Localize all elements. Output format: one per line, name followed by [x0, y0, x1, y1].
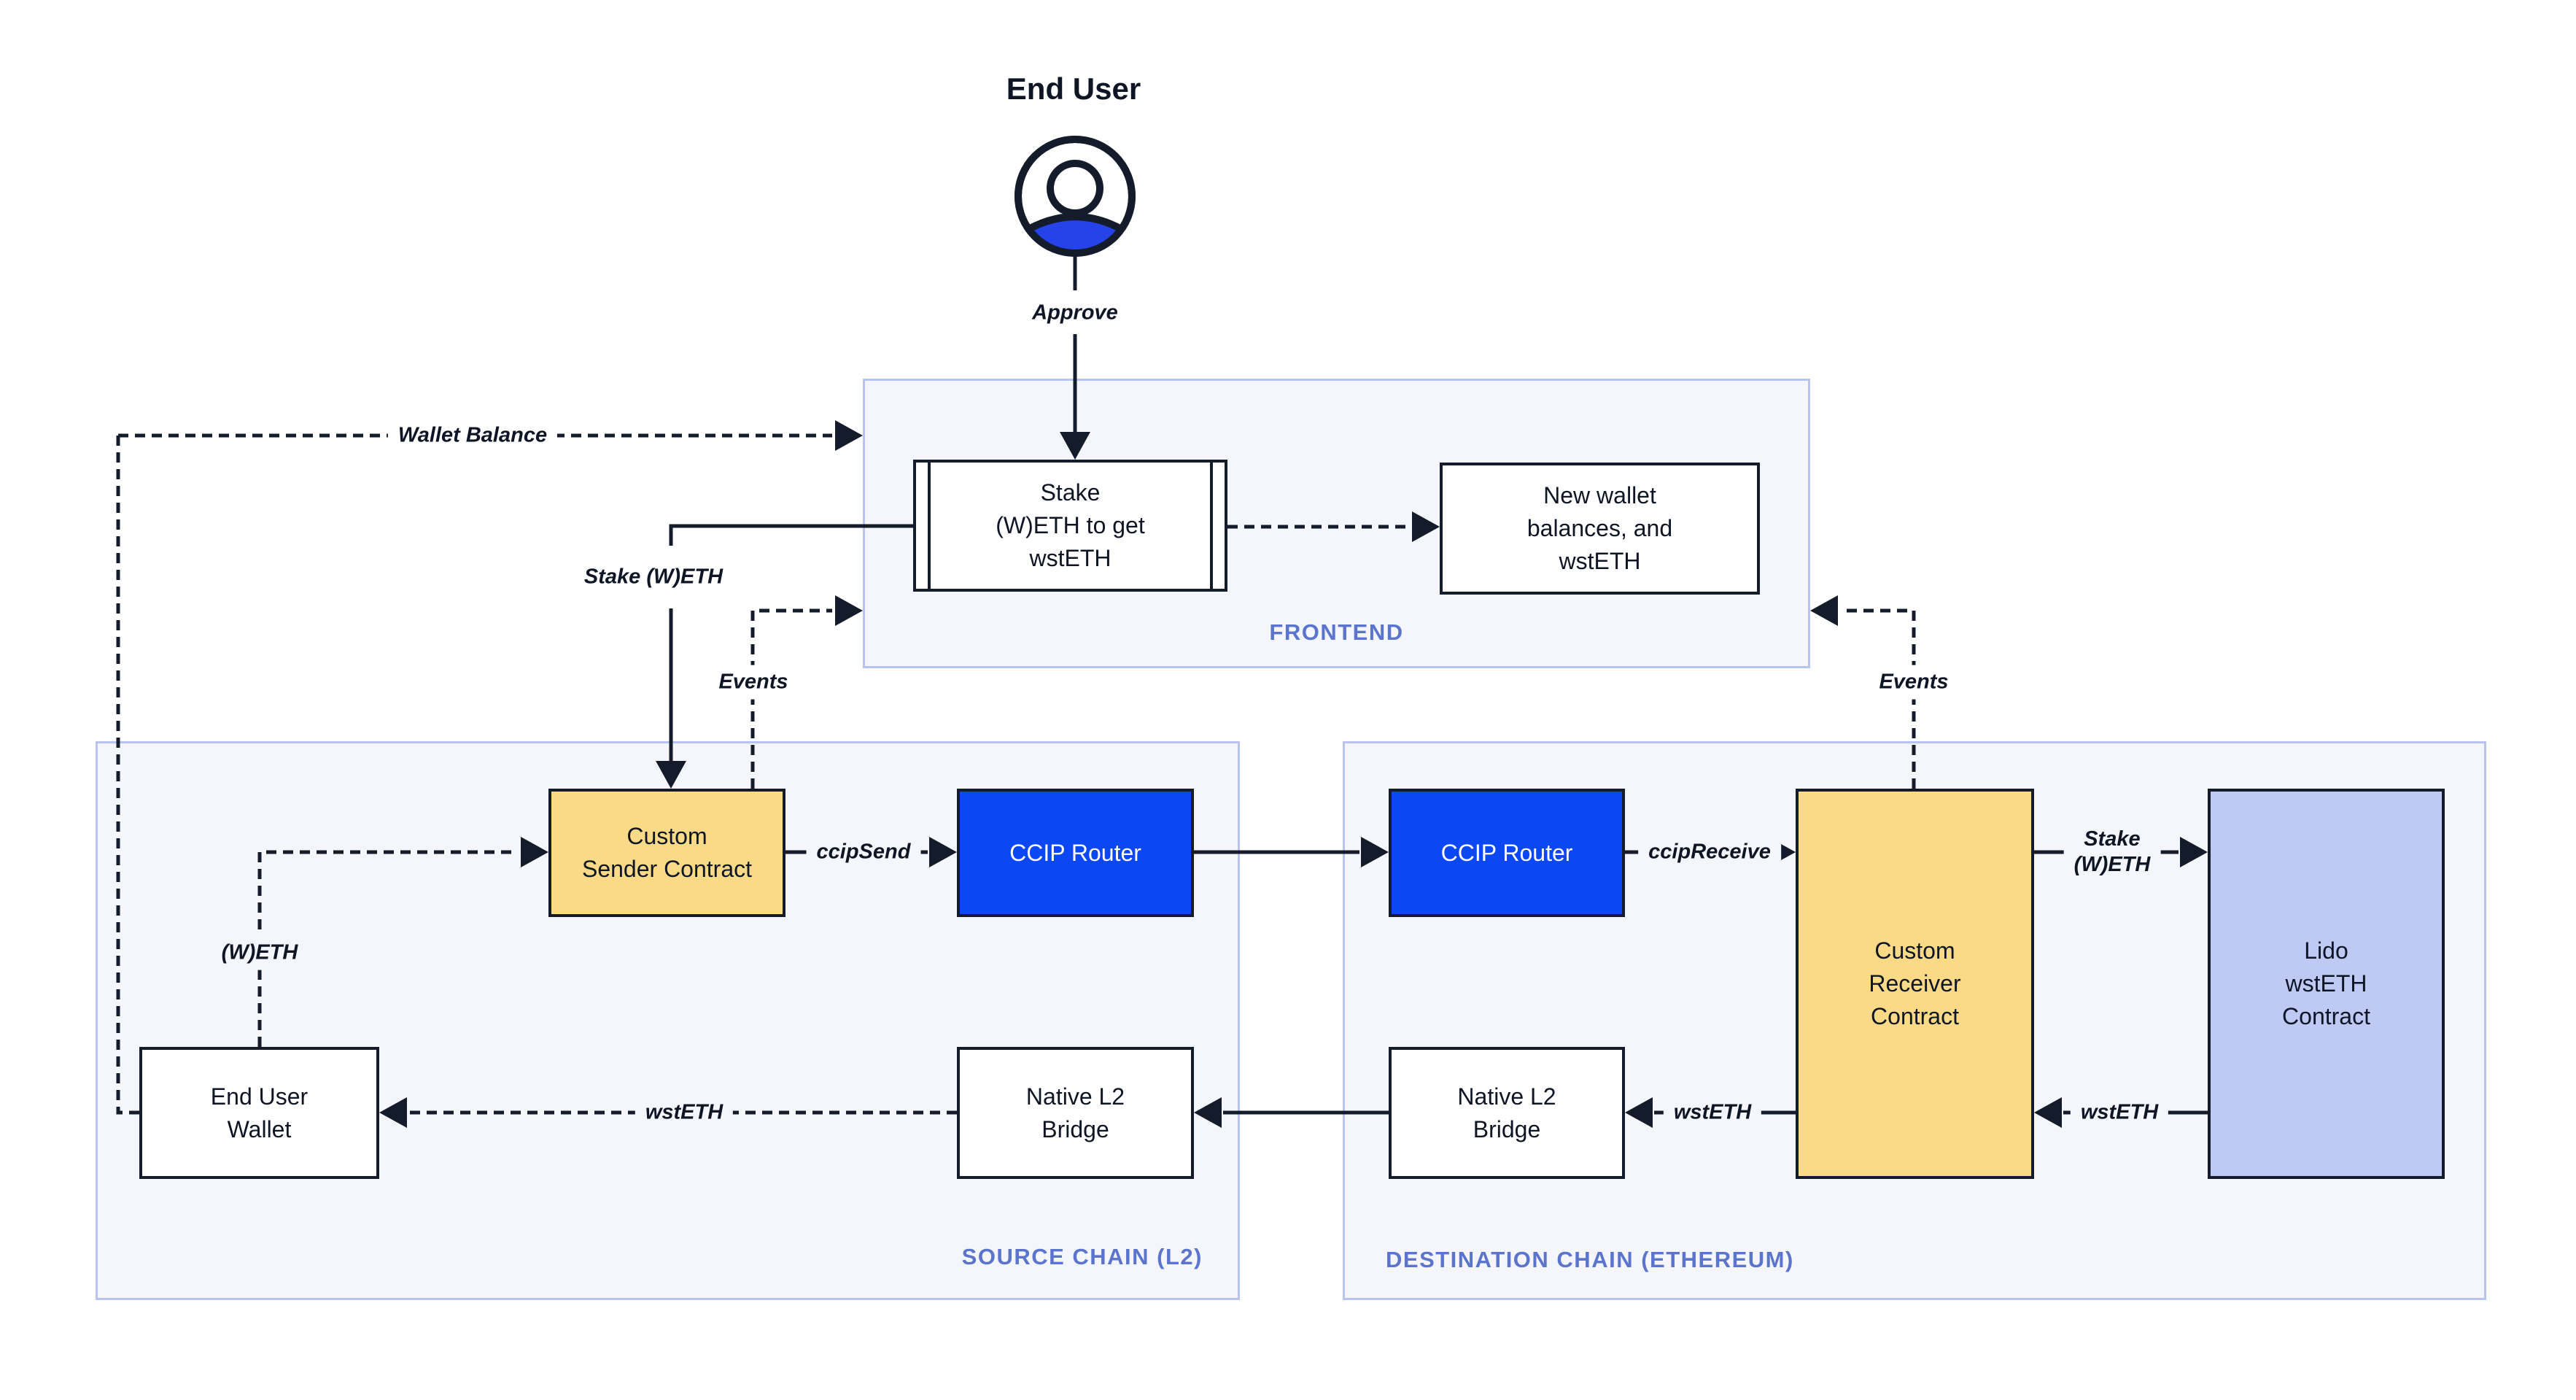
- edge-label-approve: Approve: [1022, 295, 1128, 330]
- user-head: [1047, 160, 1103, 217]
- arrowhead-approve: [1060, 432, 1090, 460]
- custom-sender-contract-box: Custom Sender Contract: [548, 789, 785, 917]
- edge-label-events-right: Events: [1869, 665, 1959, 700]
- destination-chain-label: DESTINATION CHAIN (ETHEREUM): [1386, 1247, 1794, 1272]
- edge-events-left-line: [750, 608, 832, 789]
- ccip-router-destination-label: CCIP Router: [1440, 839, 1573, 866]
- end-user-wallet-label: End User: [210, 1083, 309, 1110]
- arrowhead-ccipsend: [929, 837, 957, 867]
- edge-label-wsteth-source: wstETH: [635, 1095, 734, 1130]
- native-l2-bridge-source-label: Native L2: [1025, 1083, 1125, 1110]
- edge-label-weth: (W)ETH: [211, 935, 309, 970]
- edge-label-stake-weth: Stake (W)ETH: [573, 560, 734, 595]
- native-l2-bridge-destination-box: Native L2 Bridge: [1389, 1047, 1625, 1179]
- ccip-router-destination-box: CCIP Router: [1389, 789, 1625, 917]
- arrowhead-router-to-router: [1361, 837, 1389, 867]
- arrowhead-wsteth-receiver: [1625, 1097, 1653, 1128]
- arrowhead-stake-weth-right: [2180, 837, 2208, 867]
- arrowhead-events-right: [1810, 595, 1838, 626]
- edge-events-right-line: [1841, 608, 1916, 789]
- edge-weth-line: [257, 850, 518, 1047]
- native-l2-bridge-source-box: Native L2 Bridge: [957, 1047, 1194, 1179]
- source-chain-label: SOURCE CHAIN (L2): [961, 1244, 1203, 1269]
- predefined-process-rail-right: [1210, 463, 1213, 589]
- edge-label-ccipsend: ccipSend: [806, 835, 921, 870]
- custom-receiver-contract-label: Custom: [1874, 937, 1955, 964]
- edge-label-ccipreceive: ccipReceive: [1638, 835, 1781, 870]
- end-user-icon: [1015, 136, 1136, 257]
- arrowhead-stake-to-result: [1412, 511, 1440, 542]
- arrowhead-wsteth-lido: [2034, 1097, 2062, 1128]
- stake-box: Stake (W)ETH to get wstETH: [913, 460, 1227, 592]
- custom-receiver-contract-box: Custom Receiver Contract: [1796, 789, 2034, 1179]
- arrowhead-wsteth-dashed: [379, 1097, 407, 1128]
- predefined-process-rail-left: [928, 463, 931, 589]
- edge-label-stake-weth-right: Stake (W)ETH: [2063, 822, 2161, 882]
- arrowhead-events-left: [835, 595, 863, 626]
- edge-label-events-left: Events: [708, 665, 799, 700]
- edge-left-rail-line: [116, 436, 139, 1115]
- arrowhead-stake-weth: [656, 761, 686, 789]
- edge-label-wallet-balance: Wallet Balance: [387, 418, 558, 453]
- custom-sender-contract-label: Custom: [626, 823, 707, 850]
- edge-label-wsteth-lido: wstETH: [2070, 1095, 2169, 1130]
- stake-box-label: Stake: [1040, 479, 1101, 506]
- new-wallet-balances-label: New wallet: [1543, 482, 1656, 509]
- new-wallet-balances-box: New wallet balances, and wstETH: [1440, 463, 1760, 595]
- native-l2-bridge-destination-label: Native L2: [1457, 1083, 1556, 1110]
- arrowhead-wallet-balance: [835, 420, 863, 451]
- edge-label-wsteth-receiver: wstETH: [1663, 1095, 1762, 1130]
- arrowhead-weth: [521, 837, 548, 867]
- frontend-panel-label: FRONTEND: [1269, 619, 1404, 645]
- ccip-router-source-label: CCIP Router: [1009, 839, 1141, 866]
- arrowhead-bridge-to-bridge: [1194, 1097, 1222, 1128]
- end-user-wallet-box: End User Wallet: [139, 1047, 379, 1179]
- lido-wsteth-contract-label: Lido: [2304, 937, 2348, 964]
- edge-stake-weth-line: [669, 524, 913, 761]
- end-user-title: End User: [1006, 71, 1141, 106]
- ccip-router-source-box: CCIP Router: [957, 789, 1194, 917]
- lido-wsteth-contract-box: Lido wstETH Contract: [2208, 789, 2445, 1179]
